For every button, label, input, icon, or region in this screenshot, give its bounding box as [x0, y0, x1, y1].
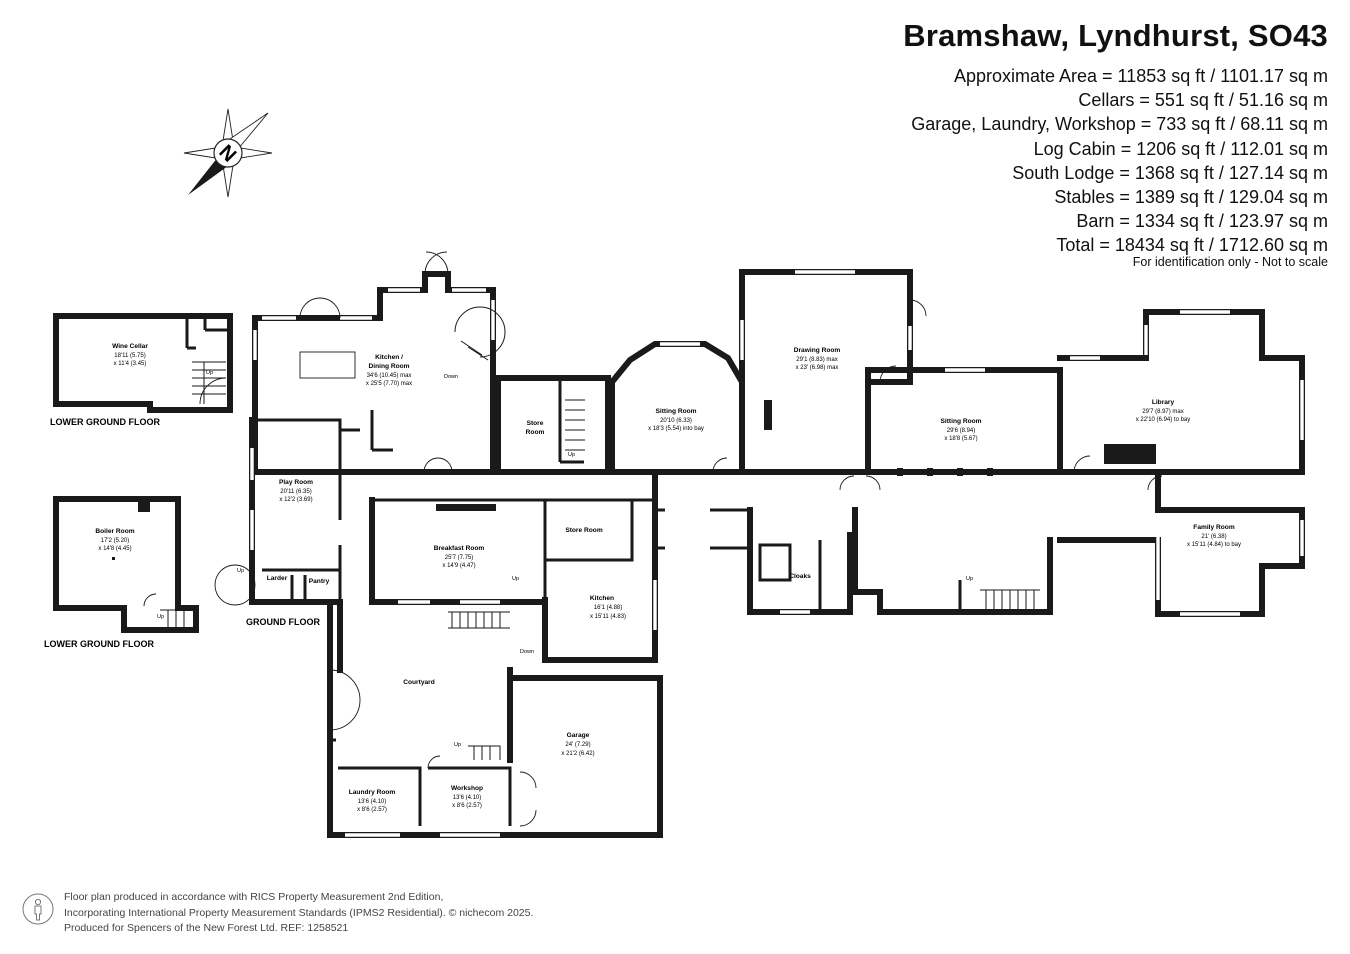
boiler-room-label: Boiler Room [95, 528, 134, 535]
svg-text:Up: Up [157, 614, 164, 620]
workshop-dim2: x 8'6 (2.57) [452, 803, 482, 809]
kitchen-label: Kitchen [590, 595, 614, 602]
breakfast-room-dim2: x 14'9 (4.47) [442, 563, 475, 569]
footer-line-3: Produced for Spencers of the New Forest … [64, 922, 349, 934]
family-room-label: Family Room [1193, 524, 1235, 531]
play-room-dim1: 20'11 (6.35) [280, 489, 311, 495]
garage-dim1: 24' (7.29) [565, 742, 590, 748]
kitchen-dim2: x 15'11 (4.83) [590, 614, 626, 620]
wine-cellar-label: Wine Cellar [112, 343, 148, 350]
boiler-room-dim1: 17'2 (5.20) [101, 538, 130, 544]
stair-up-4: Up [966, 576, 973, 582]
wine-cellar-dim2: x 11'4 (3.45) [114, 361, 147, 367]
compass-icon: N [183, 108, 273, 198]
area-line: Cellars = 551 sq ft / 51.16 sq m [1078, 90, 1328, 111]
boiler-room-plan: Up [53, 496, 199, 633]
kitchen-dining-dim1: 34'6 (10.45) max [367, 373, 412, 379]
sitting-room-1-dim1: 20'10 (6.33) [660, 418, 692, 424]
area-line: Barn = 1334 sq ft / 123.97 sq m [1076, 211, 1328, 232]
cloaks-label: Cloaks [789, 573, 811, 580]
store-room-2-label: Store Room [565, 527, 603, 534]
footer-line-1: Floor plan produced in accordance with R… [64, 891, 444, 903]
disclaimer-note: For identification only - Not to scale [1132, 255, 1328, 269]
laundry-room-label: Laundry Room [349, 789, 396, 796]
stair-up-2: Up [512, 576, 519, 582]
kitchen-dining-label-2: Dining Room [368, 363, 409, 370]
stair-down-2: Down [520, 649, 534, 655]
stair-up-5: Up [454, 742, 461, 748]
pantry-label: Pantry [309, 578, 330, 585]
courtyard-label: Courtyard [403, 679, 435, 686]
garage-label: Garage [567, 732, 590, 739]
area-line: Approximate Area = 11853 sq ft / 1101.17… [953, 66, 1328, 86]
boiler-room-dim2: x 14'8 (4.45) [98, 546, 131, 552]
play-room-dim2: x 12'2 (3.69) [279, 497, 312, 503]
store-room-1-label-2: Room [526, 429, 545, 436]
sitting-room-1-dim2: x 18'3 (5.54) into bay [648, 426, 704, 432]
doors-and-stairs [214, 251, 1163, 827]
stair-up-3: Up [568, 452, 575, 458]
kitchen-dining-label-1: Kitchen / [375, 354, 403, 361]
windows [250, 270, 1304, 837]
kitchen-dim1: 16'1 (4.88) [594, 605, 623, 611]
workshop-dim1: 13'6 (4.10) [453, 795, 482, 801]
play-room-label: Play Room [279, 479, 313, 486]
family-room-dim1: 21' (6.38) [1201, 534, 1226, 540]
ground-floor-walls [249, 269, 1305, 838]
drawing-room-label: Drawing Room [794, 347, 841, 354]
area-line: Stables = 1389 sq ft / 129.04 sq m [1054, 187, 1328, 208]
laundry-room-dim1: 13'6 (4.10) [358, 799, 387, 805]
floor-label-ground: GROUND FLOOR [246, 617, 320, 627]
library-label: Library [1152, 399, 1175, 406]
area-summary: Approximate Area = 11853 sq ft / 1101.17… [911, 64, 1328, 258]
breakfast-room-label: Breakfast Room [434, 545, 485, 552]
wine-cellar-plan: Up [53, 313, 233, 413]
room-labels: Kitchen / Dining Room 34'6 (10.45) max x… [237, 347, 1241, 813]
workshop-label: Workshop [451, 785, 483, 792]
breakfast-room-dim1: 25'7 (7.75) [445, 555, 474, 561]
library-dim1: 29'7 (8.97) max [1142, 409, 1184, 415]
wine-cellar-dim1: 18'11 (5.75) [114, 353, 145, 359]
family-room-dim2: x 15'11 (4.84) to bay [1187, 542, 1241, 548]
area-line: South Lodge = 1368 sq ft / 127.14 sq m [1012, 162, 1328, 183]
floor-label-lower-ground-2: LOWER GROUND FLOOR [44, 639, 154, 649]
sitting-room-1-label: Sitting Room [655, 408, 696, 415]
library-dim2: x 22'10 (6.94) to bay [1136, 417, 1191, 423]
area-line: Garage, Laundry, Workshop = 733 sq ft / … [911, 114, 1328, 135]
stair-down-1: Down [444, 374, 458, 380]
floor-label-lower-ground-1: LOWER GROUND FLOOR [50, 417, 160, 427]
laundry-room-dim2: x 8'6 (2.57) [357, 807, 387, 813]
sitting-room-2-dim1: 29'6 (8.94) [947, 428, 976, 434]
stair-up-1: Up [237, 568, 244, 574]
sitting-room-2-label: Sitting Room [940, 418, 981, 425]
drawing-room-dim2: x 23' (6.98) max [796, 365, 839, 371]
larder-label: Larder [267, 575, 288, 582]
svg-text:Up: Up [206, 370, 213, 376]
area-line: Total = 18434 sq ft / 1712.60 sq m [1056, 235, 1328, 256]
person-icon [22, 893, 54, 925]
kitchen-dining-dim2: x 25'5 (7.70) max [366, 381, 412, 387]
footer-line-2: Incorporating International Property Mea… [64, 906, 534, 919]
page-title: Bramshaw, Lyndhurst, SO43 [903, 18, 1328, 53]
drawing-room-dim1: 29'1 (8.83) max [796, 357, 838, 363]
garage-dim2: x 21'2 (6.42) [561, 751, 594, 757]
store-room-1-label-1: Store [527, 420, 544, 427]
footer-text: Floor plan produced in accordance with R… [64, 890, 533, 937]
area-line: Log Cabin = 1206 sq ft / 112.01 sq m [1033, 138, 1328, 159]
sitting-room-2-dim2: x 18'8 (5.67) [944, 436, 977, 442]
